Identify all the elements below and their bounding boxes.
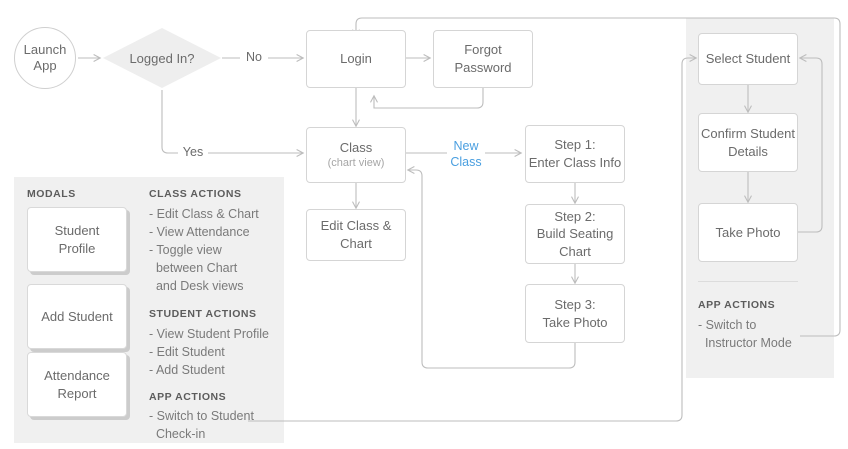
student-actions-item-0[interactable]: - View Student Profile — [149, 327, 269, 341]
node-take-photo-label: Take Photo — [715, 224, 781, 240]
left-app-actions-item-1: Check-in — [149, 427, 206, 441]
checkin-app-actions-list: - Switch to Instructor Mode — [698, 316, 792, 352]
node-class-label: Class — [339, 139, 373, 155]
node-select-student[interactable]: Select Student — [698, 33, 798, 85]
modals-heading: MODALS — [27, 188, 76, 200]
left-app-actions-heading: APP ACTIONS — [149, 391, 227, 403]
class-actions-item-0[interactable]: - Edit Class & Chart — [149, 207, 259, 221]
checkin-app-actions-item-1: Instructor Mode — [698, 336, 792, 350]
node-class-sublabel: (chart view) — [327, 157, 385, 170]
node-edit-class-chart-label: Edit Class & Chart — [320, 218, 392, 251]
modal-card-add-student[interactable]: Add Student — [27, 284, 127, 349]
class-actions-item-1[interactable]: - View Attendance — [149, 225, 250, 239]
node-step3-line2: Take Photo — [542, 314, 608, 330]
node-login[interactable]: Login — [306, 30, 406, 88]
node-step1-line2: Enter Class Info — [528, 155, 622, 170]
node-confirm-student-line1: Confirm Student — [701, 125, 795, 141]
node-launch-app[interactable]: Launch App — [14, 27, 76, 89]
node-logged-in-label: Logged In? — [129, 50, 195, 66]
class-actions-item-2[interactable]: - Toggle view — [149, 243, 222, 257]
node-forgot-password-label: Forgot Password — [454, 42, 512, 75]
student-actions-list: - View Student Profile - Edit Student - … — [149, 325, 269, 379]
node-logged-in-decision[interactable]: Logged In? — [102, 27, 222, 89]
node-login-label: Login — [340, 51, 372, 67]
class-actions-list: - Edit Class & Chart - View Attendance -… — [149, 205, 259, 295]
node-confirm-student-line2: Details — [728, 143, 768, 159]
modal-card-attendance-report[interactable]: Attendance Report — [27, 352, 127, 417]
node-step2-line3: Chart — [559, 243, 591, 259]
student-actions-item-1[interactable]: - Edit Student — [149, 345, 225, 359]
class-actions-item-3: between Chart — [149, 261, 238, 275]
node-class[interactable]: Class (chart view) — [306, 127, 406, 183]
modal-card-add-student-line1: Add Student — [41, 308, 113, 324]
class-actions-heading: CLASS ACTIONS — [149, 188, 242, 200]
node-step2-line1: Step 2: — [554, 208, 596, 224]
edge-label-no: No — [246, 50, 262, 64]
node-step1-line1: Step 1: — [554, 137, 596, 153]
node-take-photo[interactable]: Take Photo — [698, 203, 798, 262]
node-step2-build-seating-chart[interactable]: Step 2: Build Seating Chart — [525, 204, 625, 264]
modal-card-student-profile-line2: Profile — [58, 240, 96, 256]
student-actions-item-2[interactable]: - Add Student — [149, 363, 225, 377]
node-edit-class-chart[interactable]: Edit Class & Chart — [306, 209, 406, 261]
edge-label-new-class-line2: Class — [450, 154, 482, 169]
edge-label-new-class: New Class — [443, 139, 489, 170]
modal-card-student-profile[interactable]: Student Profile — [27, 207, 127, 272]
diamond-shape — [103, 28, 221, 88]
left-app-actions-list: - Switch to Student Check-in — [149, 407, 254, 443]
student-actions-heading: STUDENT ACTIONS — [149, 308, 257, 320]
edge-label-new-class-line1: New — [453, 139, 479, 153]
edge-label-yes: Yes — [182, 145, 204, 159]
checkin-app-actions-item-0[interactable]: - Switch to — [698, 318, 757, 332]
class-actions-item-4: and Desk views — [149, 279, 244, 293]
node-step2-line2: Build Seating — [536, 226, 614, 242]
left-app-actions-item-0[interactable]: - Switch to Student — [149, 409, 254, 423]
node-select-student-label: Select Student — [705, 51, 791, 67]
checkin-app-actions-heading: APP ACTIONS — [698, 299, 776, 311]
checkin-panel-divider — [698, 281, 798, 282]
node-launch-app-label: Launch App — [23, 41, 67, 73]
node-forgot-password[interactable]: Forgot Password — [433, 30, 533, 88]
node-confirm-student-details[interactable]: Confirm Student Details — [698, 113, 798, 172]
modal-card-attendance-report-line1: Attendance — [44, 367, 110, 383]
modal-card-attendance-report-line2: Report — [57, 385, 97, 401]
modal-card-student-profile-line1: Student — [54, 222, 100, 238]
node-step3-line1: Step 3: — [554, 296, 596, 312]
node-step1-enter-class-info[interactable]: Step 1: Enter Class Info — [525, 125, 625, 183]
node-step3-take-photo[interactable]: Step 3: Take Photo — [525, 284, 625, 343]
